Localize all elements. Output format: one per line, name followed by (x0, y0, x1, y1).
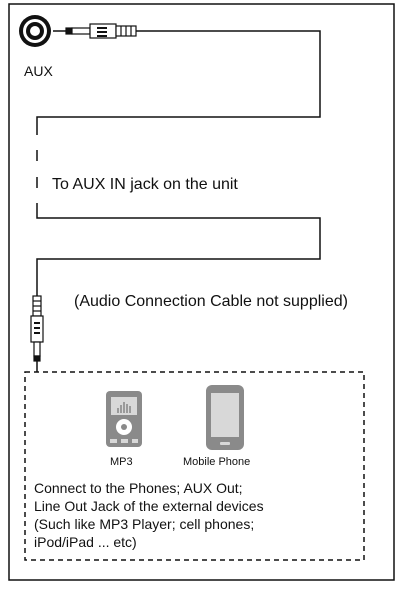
description-line: (Such like MP3 Player; cell phones; (34, 516, 255, 532)
outer-frame (8, 3, 395, 581)
audio-cable (36, 30, 321, 296)
cable-note: (Audio Connection Cable not supplied) (74, 293, 348, 310)
mobile-phone-label: Mobile Phone (183, 456, 251, 468)
top-plug-icon (53, 23, 137, 39)
device-box (24, 371, 365, 561)
mp3-label: MP3 (110, 456, 133, 468)
aux-label: AUX (24, 63, 53, 79)
connection-label: To AUX IN jack on the unit (52, 176, 238, 193)
aux-jack-icon (19, 15, 51, 47)
description-line: Connect to the Phones; AUX Out; (34, 480, 243, 496)
mobile-phone-icon (206, 385, 244, 450)
device-description: Connect to the Phones; AUX Out; Line Out… (34, 479, 264, 551)
description-line: Line Out Jack of the external devices (34, 498, 264, 514)
bottom-plug-icon (30, 295, 44, 372)
description-line: iPod/iPad ... etc) (34, 534, 137, 550)
mp3-player-icon (106, 391, 142, 447)
